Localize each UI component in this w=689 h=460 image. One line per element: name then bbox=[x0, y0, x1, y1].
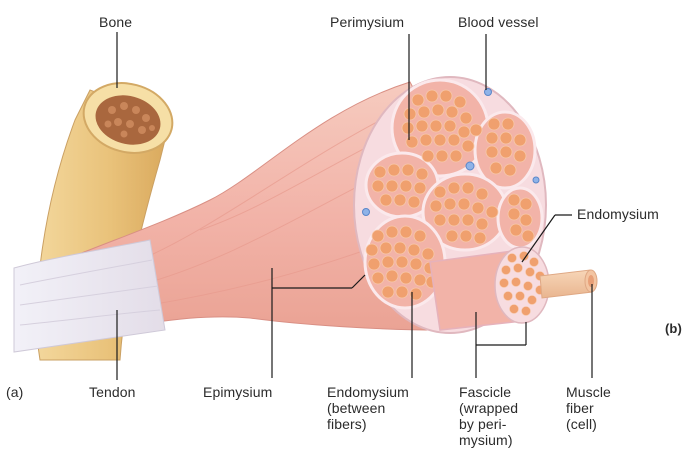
label-endomysium-bottom: Endomysium (between fibers) bbox=[327, 384, 409, 432]
label-panel-a: (a) bbox=[6, 384, 23, 400]
label-muscle-fiber: Muscle fiber (cell) bbox=[566, 384, 611, 432]
label-panel-b: (b) bbox=[665, 321, 682, 337]
label-blood-vessel: Blood vessel bbox=[458, 14, 539, 30]
label-endomysium-right: Endomysium bbox=[577, 206, 659, 222]
label-epimysium: Epimysium bbox=[203, 384, 272, 400]
label-fascicle: Fascicle (wrapped by peri- mysium) bbox=[459, 384, 518, 448]
label-tendon: Tendon bbox=[89, 384, 136, 400]
tendon bbox=[14, 240, 165, 352]
label-bone: Bone bbox=[99, 14, 132, 30]
muscle-fiber-core bbox=[588, 275, 594, 287]
label-perimysium: Perimysium bbox=[330, 14, 404, 30]
